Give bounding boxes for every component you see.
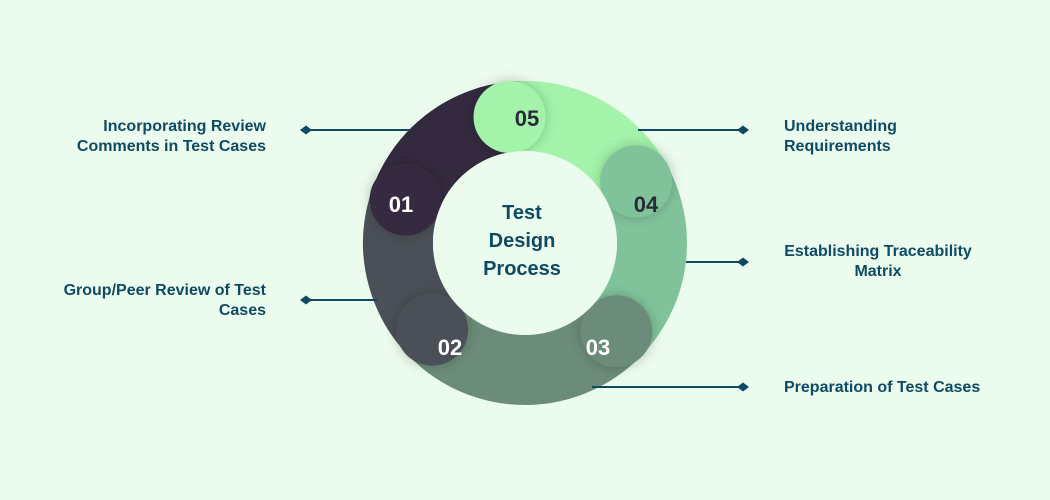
step-5-label-line-1: Understanding — [784, 118, 897, 135]
step-5-label: Understanding Requirements — [784, 117, 897, 157]
step-4-label-line-2: Matrix — [854, 263, 902, 280]
center-title-line-1: Test — [502, 202, 542, 224]
step-number-03: 03 — [586, 335, 610, 360]
step-numbers: 01 02 03 04 05 — [389, 106, 659, 360]
ring-center — [433, 151, 617, 335]
step-4-label: Establishing Traceability Matrix — [770, 242, 986, 282]
segment-head-01 — [369, 163, 442, 236]
step-2-label-line-2: Cases — [218, 302, 266, 319]
step-5-label-line-2: Requirements — [784, 138, 891, 155]
step-4-label-line-1: Establishing Traceability — [784, 243, 972, 260]
connector-diamond-01 — [300, 125, 312, 135]
center-title: Test Design Process — [483, 202, 561, 280]
step-3-label: Preparation of Test Cases — [784, 378, 980, 398]
segment-head-05 — [473, 80, 546, 153]
center-title-line-3: Process — [483, 258, 561, 280]
step-1-label: Incorporating Review Comments in Test Ca… — [77, 117, 266, 157]
step-number-01: 01 — [389, 192, 413, 217]
segment-head-03 — [580, 295, 653, 368]
step-number-05: 05 — [515, 106, 539, 131]
connector-diamond-05 — [737, 125, 749, 135]
step-2-label-line-1: Group/Peer Review of Test — [63, 282, 266, 299]
step-number-02: 02 — [438, 335, 462, 360]
segment-head-04 — [600, 145, 673, 218]
step-number-04: 04 — [634, 192, 659, 217]
connectors — [300, 125, 749, 392]
connector-diamond-03 — [737, 382, 749, 392]
connector-diamond-02 — [300, 295, 312, 305]
step-1-label-line-1: Incorporating Review — [103, 118, 266, 135]
segment-head-02 — [396, 293, 469, 366]
step-3-label-line-1: Preparation of Test Cases — [784, 379, 981, 396]
step-1-label-line-2: Comments in Test Cases — [76, 138, 266, 155]
step-2-label: Group/Peer Review of Test Cases — [64, 281, 266, 321]
connector-diamond-04 — [737, 257, 749, 267]
ring — [363, 80, 687, 405]
center-title-line-2: Design — [489, 230, 556, 252]
